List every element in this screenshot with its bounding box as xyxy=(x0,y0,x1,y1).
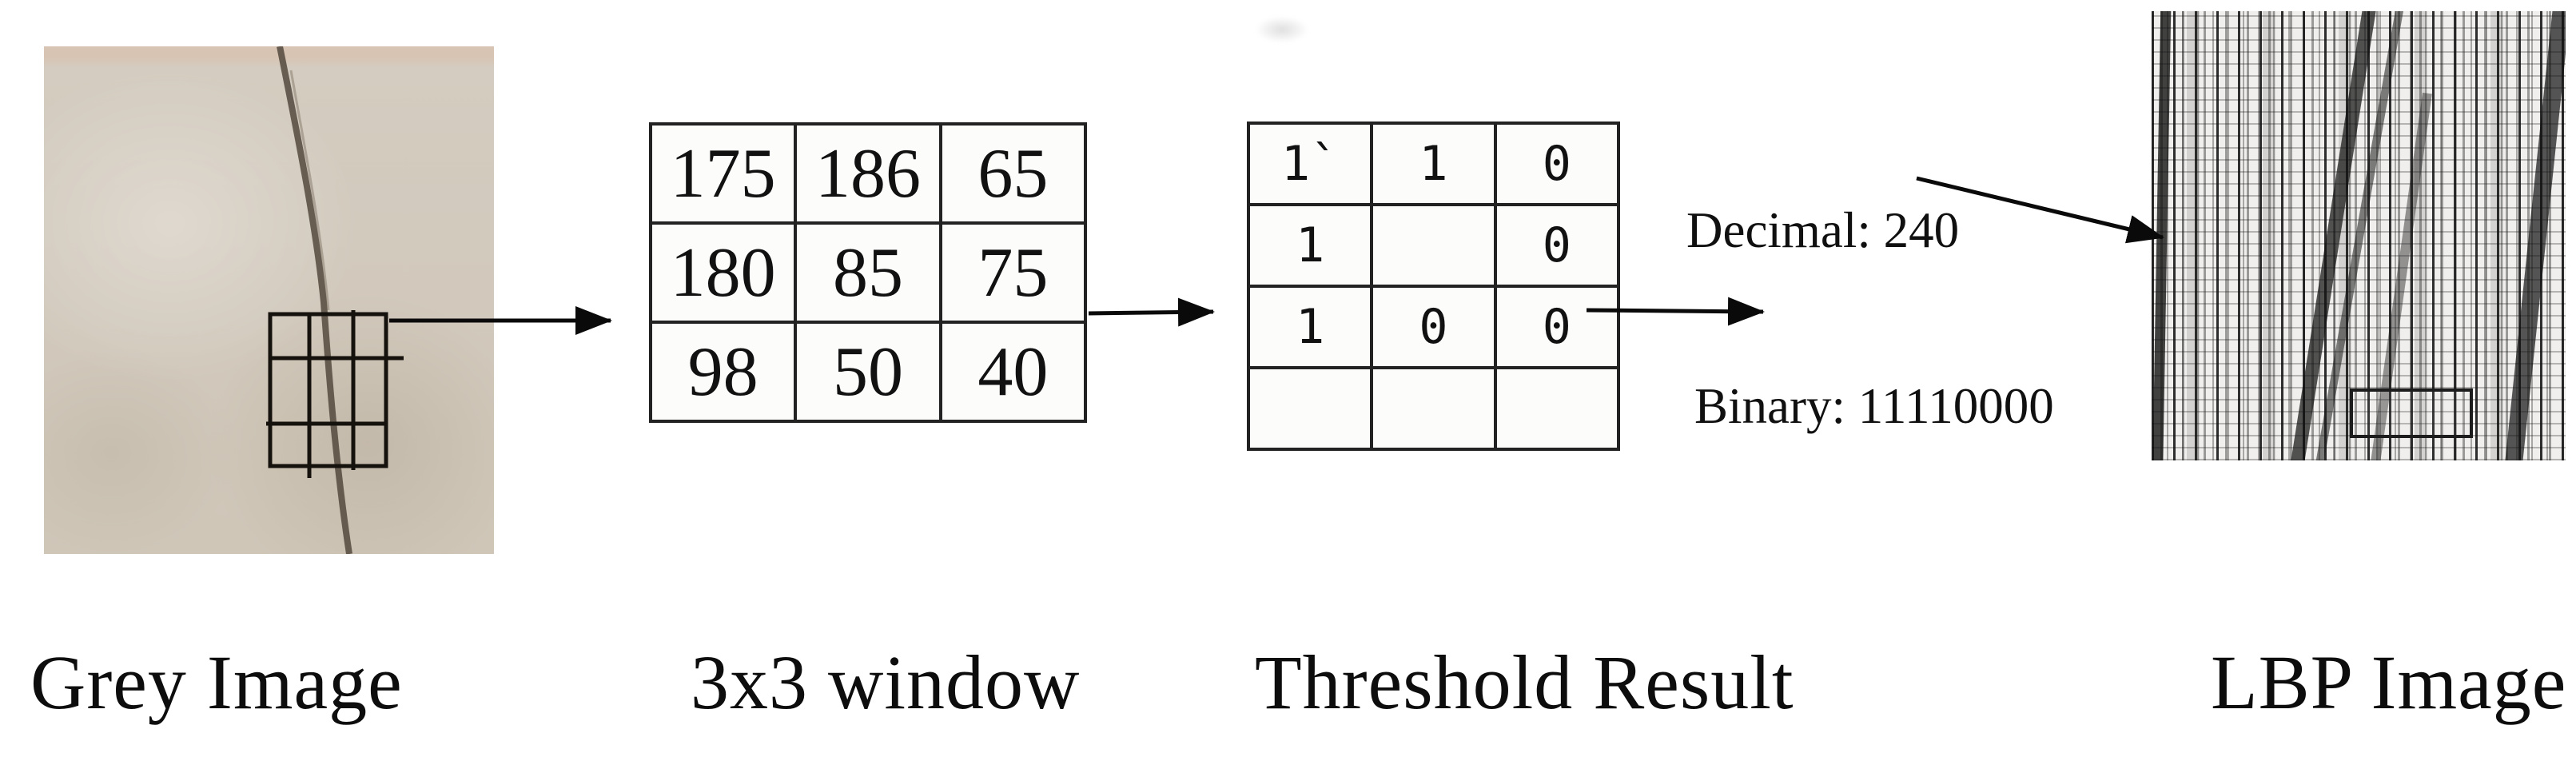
table-row xyxy=(1246,366,1621,451)
threshold-cell: 0 xyxy=(1493,285,1621,369)
window-cell: 50 xyxy=(794,321,942,423)
caption-threshold-result: Threshold Result xyxy=(1255,639,1794,725)
window-cell: 180 xyxy=(648,221,798,324)
threshold-cell xyxy=(1246,366,1374,451)
threshold-cell xyxy=(1370,203,1497,288)
window-cell: 65 xyxy=(938,122,1088,225)
grey-source-image xyxy=(44,46,494,554)
print-smudge xyxy=(1245,11,1319,48)
threshold-cell: 1 xyxy=(1246,285,1374,369)
threshold-result-table: 1` 1 0 1 0 1 0 0 xyxy=(1246,122,1621,451)
texture-streak xyxy=(2499,11,2566,460)
threshold-cell: 1` xyxy=(1246,122,1374,206)
threshold-cell: 1 xyxy=(1246,203,1374,288)
decimal-value-text: Decimal: 240 xyxy=(1686,202,1960,258)
threshold-cell: 0 xyxy=(1370,285,1497,369)
table-row: 1` 1 0 xyxy=(1246,122,1621,206)
table-row: 1 0 0 xyxy=(1246,285,1621,369)
texture-streak xyxy=(2152,11,2172,460)
window-cell: 98 xyxy=(648,321,798,423)
threshold-cell: 0 xyxy=(1493,203,1621,288)
table-row: 1 0 xyxy=(1246,203,1621,288)
table-row: 175 186 65 xyxy=(648,122,1088,225)
crack-echo-line xyxy=(289,70,330,311)
arrow-window-to-threshold xyxy=(1088,297,1215,327)
highlight-rectangle xyxy=(2350,388,2473,438)
window-cell: 175 xyxy=(648,122,798,225)
table-row: 98 50 40 xyxy=(648,321,1088,423)
threshold-cell: 0 xyxy=(1493,122,1621,206)
crack-line xyxy=(277,46,352,554)
window-cell: 40 xyxy=(938,321,1088,423)
binary-value-text: Binary: 11110000 xyxy=(1694,378,2054,434)
caption-3x3-window: 3x3 window xyxy=(691,639,1081,725)
window-cell: 75 xyxy=(938,221,1088,324)
caption-lbp-image: LBP Image xyxy=(2211,639,2567,725)
threshold-cell xyxy=(1493,366,1621,451)
sampling-grid xyxy=(266,310,404,478)
caption-grey-image: Grey Image xyxy=(30,639,403,725)
lbp-result-image xyxy=(2152,11,2566,460)
threshold-cell: 1 xyxy=(1370,122,1497,206)
threshold-cell xyxy=(1370,366,1497,451)
window-cell: 85 xyxy=(794,221,942,324)
crack-and-grid-overlay xyxy=(266,46,404,554)
table-row: 180 85 75 xyxy=(648,221,1088,324)
window-cell: 186 xyxy=(794,122,942,225)
window-value-table: 175 186 65 180 85 75 98 50 40 xyxy=(648,122,1088,423)
